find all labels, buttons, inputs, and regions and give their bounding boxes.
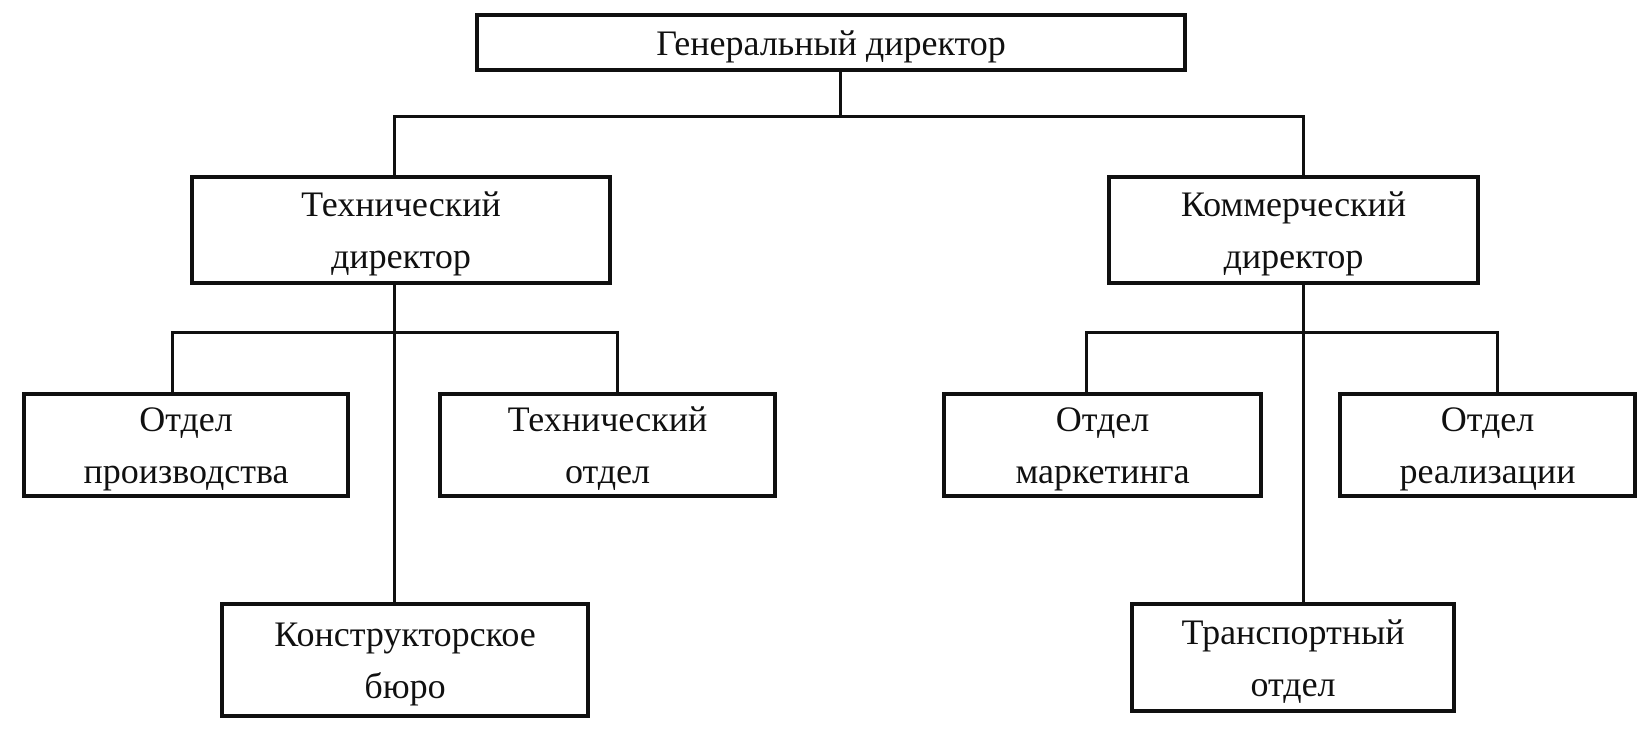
node-design-bureau: Конструкторское бюро (220, 602, 590, 718)
connector-commercial-director-in (1302, 115, 1305, 175)
node-technical-director: Технический директор (190, 175, 612, 285)
node-technical-dept: Технический отдел (438, 392, 777, 498)
connector-marketing-dept-in (1085, 331, 1088, 392)
connector-technical-dept-in (616, 331, 619, 392)
node-general-director: Генеральный директор (475, 13, 1187, 72)
connector-root-drop (839, 70, 842, 118)
connector-right-horizontal (1085, 331, 1499, 334)
node-transport-dept: Транспортный отдел (1130, 602, 1456, 713)
connector-commercial-trunk (1302, 285, 1305, 602)
connector-sales-dept-in (1496, 331, 1499, 392)
connector-top-horizontal (393, 115, 1305, 118)
connector-technical-trunk (393, 285, 396, 602)
node-commercial-director: Коммерческий директор (1107, 175, 1480, 285)
connector-production-dept-in (171, 331, 174, 392)
node-production-dept: Отдел производства (22, 392, 350, 498)
connector-left-horizontal (171, 331, 619, 334)
connector-technical-director-in (393, 115, 396, 175)
node-marketing-dept: Отдел маркетинга (942, 392, 1263, 498)
node-sales-dept: Отдел реализации (1338, 392, 1637, 498)
